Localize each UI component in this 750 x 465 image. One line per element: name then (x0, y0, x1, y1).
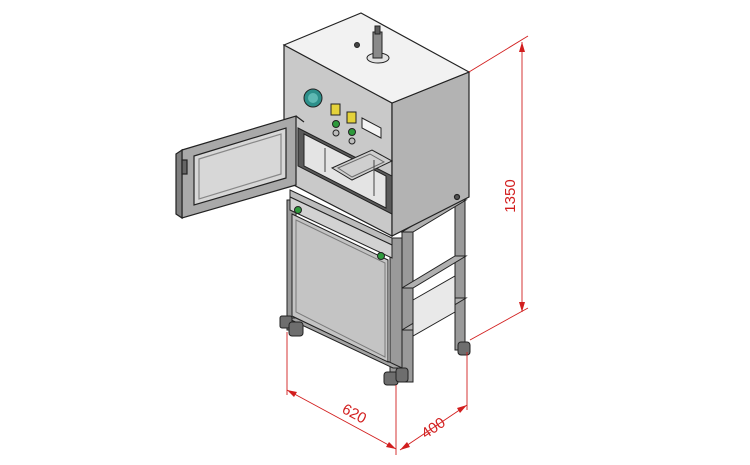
foot-pad-left (288, 321, 304, 337)
width-arrow-left (287, 390, 297, 397)
width-arrow-right (386, 442, 396, 449)
switch-right-icon (348, 137, 356, 145)
start-button-icon (332, 120, 340, 128)
top-bolt-icon (354, 42, 360, 48)
open-door (175, 115, 305, 220)
dimension-lines (286, 35, 529, 455)
width-dim-line (286, 389, 397, 450)
door-handle-icon (181, 159, 188, 175)
rear-right-leg (454, 199, 466, 351)
door-edge (175, 148, 183, 220)
depth-arrow-left (400, 442, 410, 450)
front-right-leg (401, 231, 414, 383)
label-plate (361, 117, 382, 139)
depth-arrow-right (457, 405, 467, 413)
side-opening (412, 275, 456, 337)
switch-left-icon (332, 129, 340, 137)
door-window-inner (198, 133, 282, 200)
foot-pad-center (395, 367, 409, 383)
door-hinge (295, 115, 305, 123)
indicator-light-right-icon (346, 111, 357, 124)
middle-side-rail (400, 255, 468, 289)
height-ext-bottom (469, 307, 529, 341)
control-panel (303, 88, 382, 145)
start-button-right-icon (348, 128, 356, 136)
depth-dim-line (399, 404, 468, 451)
height-ext-top (468, 35, 529, 73)
lower-door-panel (291, 213, 389, 363)
height-arrow-top (519, 42, 525, 52)
door-window (193, 127, 287, 206)
drawer-button-left-icon (294, 206, 302, 214)
work-chamber (297, 127, 394, 215)
leveling-feet (279, 315, 471, 386)
indicator-light-left-icon (330, 103, 341, 116)
lower-door-inset (295, 219, 386, 358)
press-cylinder-icon (354, 25, 390, 64)
side-screw-icon (453, 193, 461, 201)
foot-rear-right (457, 341, 471, 356)
width-dimension-label: 620 (339, 401, 369, 428)
height-dimension-label: 1350 (502, 179, 519, 212)
drawer-button-right-icon (377, 252, 385, 260)
front-center-leg (389, 237, 403, 379)
leg-frame (400, 199, 468, 383)
lower-cabinet (289, 189, 393, 363)
drawer-front (289, 196, 393, 259)
depth-dimension-label: 400 (418, 414, 448, 442)
work-plate-inset (336, 153, 386, 178)
height-arrow-bottom (519, 302, 525, 312)
